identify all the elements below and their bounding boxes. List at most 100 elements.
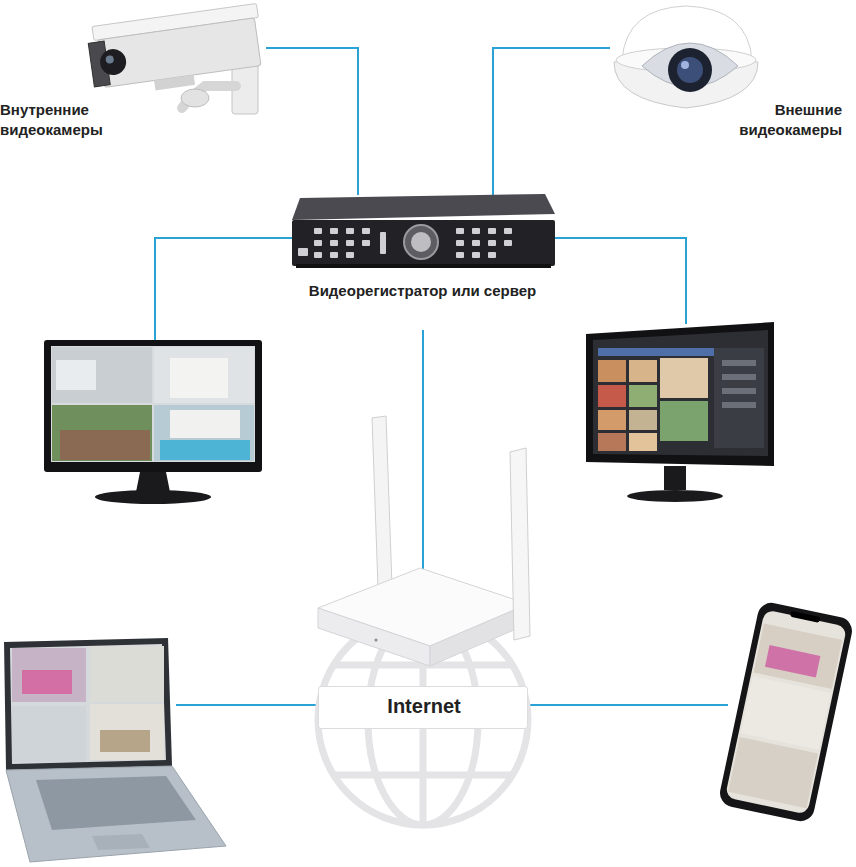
monitor-part [154, 347, 254, 403]
smartphone [717, 600, 854, 823]
dvr-device-part-part [456, 240, 464, 246]
laptop-part [12, 648, 86, 702]
dvr-device-part-part [456, 252, 464, 258]
wire [155, 238, 292, 342]
camera-node: Внутренние видеокамеры [0, 0, 266, 146]
monitor-part [56, 360, 96, 390]
monitor-part [95, 490, 211, 504]
monitor-part-part [598, 360, 626, 382]
dvr-device-part-part [504, 240, 512, 246]
router-part [372, 416, 392, 588]
router-part [318, 608, 430, 666]
laptop-part [12, 706, 86, 762]
dome-camera [614, 6, 758, 108]
monitor-part-part [598, 433, 626, 451]
monitor-part [598, 348, 718, 356]
recorder-node: Видеорегистратор или сервер [290, 195, 555, 330]
monitor-part [136, 472, 170, 492]
dvr-device-part-part [330, 228, 338, 234]
dvr-device-part-part [488, 240, 496, 246]
monitor-part-part [660, 358, 708, 398]
dvr-device-part-part [488, 228, 496, 234]
monitor-part-part [598, 385, 626, 407]
bullet-camera-part-part [154, 75, 195, 90]
dvr-device-part [411, 232, 431, 252]
wire [553, 238, 686, 324]
dvr-device-part-part [330, 240, 338, 246]
dvr-device-part-part [380, 232, 386, 254]
monitor-part-part [598, 410, 626, 430]
dvr-device-part-part [346, 252, 354, 258]
smartphone-part [754, 623, 843, 689]
smartphone-part [741, 676, 831, 749]
monitor-part [593, 330, 768, 456]
dome-camera-part [668, 48, 712, 92]
bullet-camera-part-part [98, 47, 127, 76]
bullet-camera-part [86, 4, 266, 99]
dvr-device-part-part [472, 240, 480, 246]
monitor-part-part [629, 385, 657, 407]
dvr-device-part-part [472, 228, 480, 234]
dvr-device-part-part [456, 228, 464, 234]
device-label: Внешние видеокамеры [714, 100, 842, 139]
laptop-part [90, 704, 164, 760]
dvr-device-part-part [504, 228, 512, 234]
globe-icon-part [335, 772, 511, 779]
router-part [375, 639, 378, 642]
laptop-part [4, 638, 172, 770]
bullet-camera-part [181, 89, 209, 107]
smartphone-part [765, 645, 820, 677]
laptop-part [36, 776, 196, 830]
monitor-part-part [629, 433, 657, 451]
dvr-device-part-part [298, 248, 308, 256]
monitor-part-part [629, 410, 657, 430]
router [318, 416, 530, 666]
monitor-part-part [714, 348, 764, 448]
monitor-part-part [722, 360, 756, 366]
dvr-device-part-part [488, 252, 496, 258]
monitor-part [51, 346, 255, 462]
bullet-camera-part [182, 86, 236, 108]
network-label: Internet [319, 687, 529, 725]
monitor-part [60, 430, 150, 460]
laptop-part [10, 644, 166, 764]
dome-camera-part [681, 61, 689, 69]
smartphone-part [728, 737, 818, 808]
monitor-part [598, 348, 764, 451]
dvr-device-part-part [346, 240, 354, 246]
monitor-part [664, 466, 686, 490]
bullet-camera [86, 4, 266, 114]
dvr-device-part-part [314, 228, 322, 234]
connector [493, 48, 610, 195]
wire [176, 704, 318, 706]
monitor-part [627, 490, 723, 502]
router-part [510, 448, 530, 640]
laptop [4, 638, 226, 862]
monitor-part-part [722, 402, 756, 408]
dome-camera-part [677, 57, 703, 83]
laptop-part [90, 646, 164, 702]
smartphone-part [717, 600, 854, 823]
dvr-device-part [292, 220, 555, 266]
monitor [44, 340, 262, 504]
dvr-device-part-part [362, 240, 370, 246]
laptop-part [92, 834, 150, 850]
monitor-part-part [629, 360, 657, 382]
monitor-part [44, 340, 262, 472]
bullet-camera-part-part [105, 55, 114, 64]
monitor-part [586, 322, 774, 466]
monitor-part [160, 440, 250, 460]
monitor-part [170, 358, 228, 398]
dvr-device-part [404, 225, 438, 259]
dvr-device-part [292, 194, 555, 220]
device-label: Внутренние видеокамеры [0, 100, 128, 139]
dvr-device [292, 194, 555, 268]
internet-box: Internet [318, 686, 528, 729]
camera-node: Внешние видеокамеры [610, 0, 846, 146]
monitor-part [52, 405, 152, 461]
smartphone-part [790, 611, 821, 623]
dvr-device-part-part [346, 228, 354, 234]
monitor-part-part [722, 388, 756, 394]
dvr-device-part [296, 264, 551, 268]
